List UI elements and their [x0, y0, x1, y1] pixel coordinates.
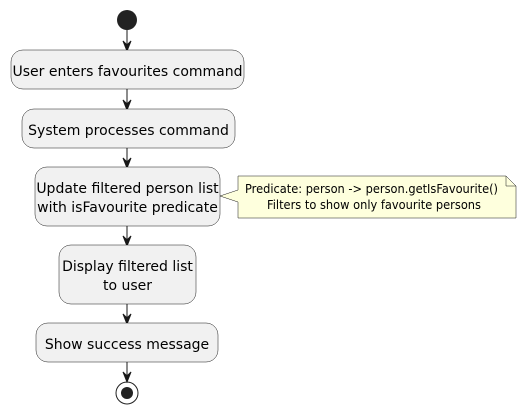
note-line-1: Predicate: person -> person.getIsFavouri… — [245, 182, 498, 196]
note-line-2: Filters to show only favourite persons — [267, 198, 481, 212]
arrowhead-icon — [122, 40, 132, 53]
activity-label: User enters favourites command — [12, 64, 242, 80]
activity-label: System processes command — [28, 123, 229, 139]
end-node — [115, 381, 139, 405]
activity-display-filtered-list: Display filtered list to user — [58, 244, 197, 305]
arrowhead-icon — [122, 157, 132, 170]
activity-label-line-2: with isFavourite predicate — [37, 200, 218, 216]
note: Predicate: person -> person.getIsFavouri… — [219, 175, 517, 219]
activity-user-enters-command: User enters favourites command — [10, 49, 245, 90]
note-shape — [219, 175, 517, 219]
activity-system-processes-command: System processes command — [21, 108, 236, 149]
activity-label-line-2: to user — [103, 278, 152, 294]
arrowhead-icon — [122, 371, 132, 384]
activity-label: Show success message — [45, 337, 209, 353]
activity-label-line-1: Display filtered list — [62, 259, 193, 275]
flow-edges — [122, 30, 132, 384]
activity-update-filtered-list: Update filtered person list with isFavou… — [34, 166, 221, 227]
arrowhead-icon — [122, 235, 132, 248]
activity-show-success-message: Show success message — [35, 322, 219, 363]
note-fold-icon — [505, 176, 516, 187]
arrowhead-icon — [122, 313, 132, 326]
start-node — [117, 10, 137, 30]
activity-label-line-1: Update filtered person list — [36, 181, 219, 197]
arrowhead-icon — [122, 99, 132, 112]
